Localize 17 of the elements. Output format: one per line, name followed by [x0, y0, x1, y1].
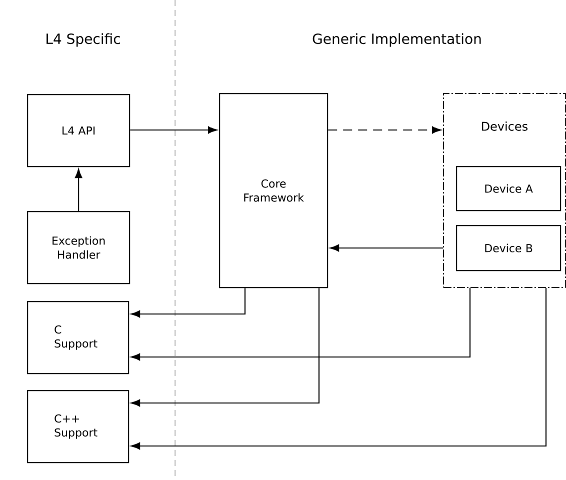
- component-box: Exception Handler: [27, 211, 130, 284]
- arrow: [330, 244, 443, 252]
- arrow: [130, 288, 320, 407]
- component-box: C Support: [27, 301, 130, 374]
- column-heading: Generic Implementation: [312, 33, 481, 47]
- component-box: Core Framework: [219, 93, 328, 288]
- component-box: Device A: [456, 166, 562, 212]
- arrow: [130, 288, 547, 450]
- component-box: L4 API: [27, 94, 130, 168]
- column-heading: L4 Specific: [46, 33, 120, 47]
- arrow: [130, 288, 246, 318]
- arrow: [74, 168, 82, 211]
- component-box: Device B: [456, 225, 562, 272]
- component-box: C++ Support: [27, 390, 130, 464]
- arrow: [130, 288, 471, 361]
- arrow: [130, 126, 218, 134]
- arrow: [328, 126, 442, 134]
